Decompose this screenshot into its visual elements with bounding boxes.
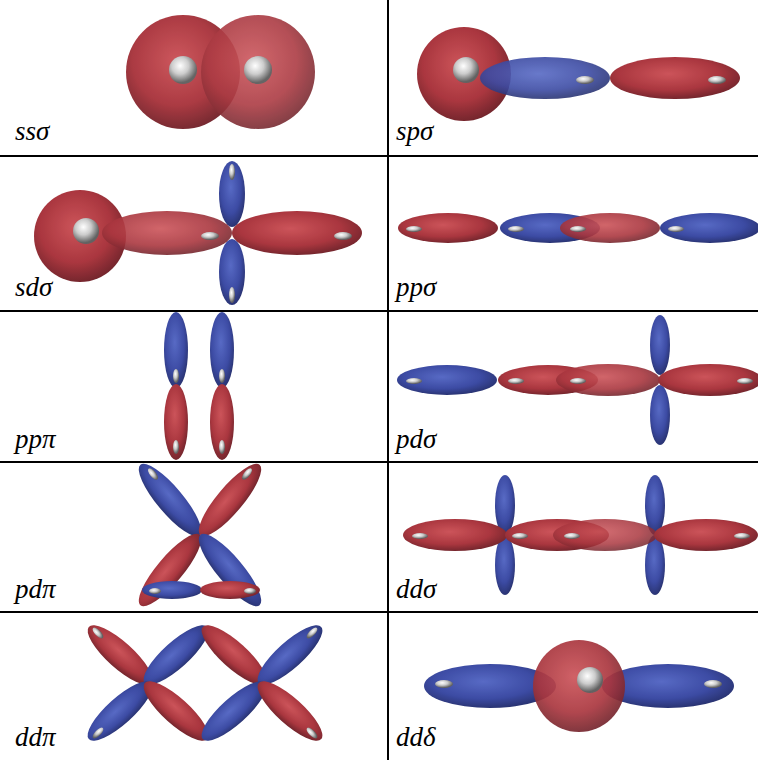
sp-sigma-figure bbox=[417, 27, 740, 121]
label-cell: ddσ bbox=[396, 576, 436, 603]
overlap-label: ppσ bbox=[396, 274, 436, 301]
label-cell: ppσ bbox=[396, 274, 436, 301]
pp-sigma-figure bbox=[398, 213, 758, 243]
label-cell: ddπ bbox=[15, 724, 56, 751]
label-cell: ppπ bbox=[15, 426, 56, 453]
label-cell: sdσ bbox=[15, 274, 52, 301]
label-cell: pdπ bbox=[15, 576, 56, 603]
label-cell: ddδ bbox=[396, 724, 436, 751]
ss-sigma-figure bbox=[126, 15, 315, 129]
overlap-label: ddπ bbox=[15, 724, 56, 751]
overlap-label: ppπ bbox=[15, 426, 56, 453]
overlap-label: ddδ bbox=[396, 724, 436, 751]
pd-sigma-figure bbox=[397, 315, 758, 445]
overlap-label: pdπ bbox=[15, 576, 56, 603]
dd-delta-figure bbox=[424, 640, 734, 732]
label-cell: ssσ bbox=[15, 118, 49, 145]
dd-sigma-figure bbox=[403, 475, 758, 595]
overlap-label: pdσ bbox=[396, 426, 436, 453]
overlap-label: sdσ bbox=[15, 274, 52, 301]
pp-pi-figure bbox=[164, 312, 234, 460]
dd-pi-figure bbox=[80, 617, 330, 749]
label-cell: pdσ bbox=[396, 426, 436, 453]
sd-sigma-figure bbox=[34, 161, 362, 305]
overlap-label: spσ bbox=[396, 118, 433, 145]
overlap-label: ddσ bbox=[396, 576, 436, 603]
pd-pi-figure bbox=[130, 456, 269, 613]
label-cell: spσ bbox=[396, 118, 433, 145]
overlap-label: ssσ bbox=[15, 118, 49, 145]
